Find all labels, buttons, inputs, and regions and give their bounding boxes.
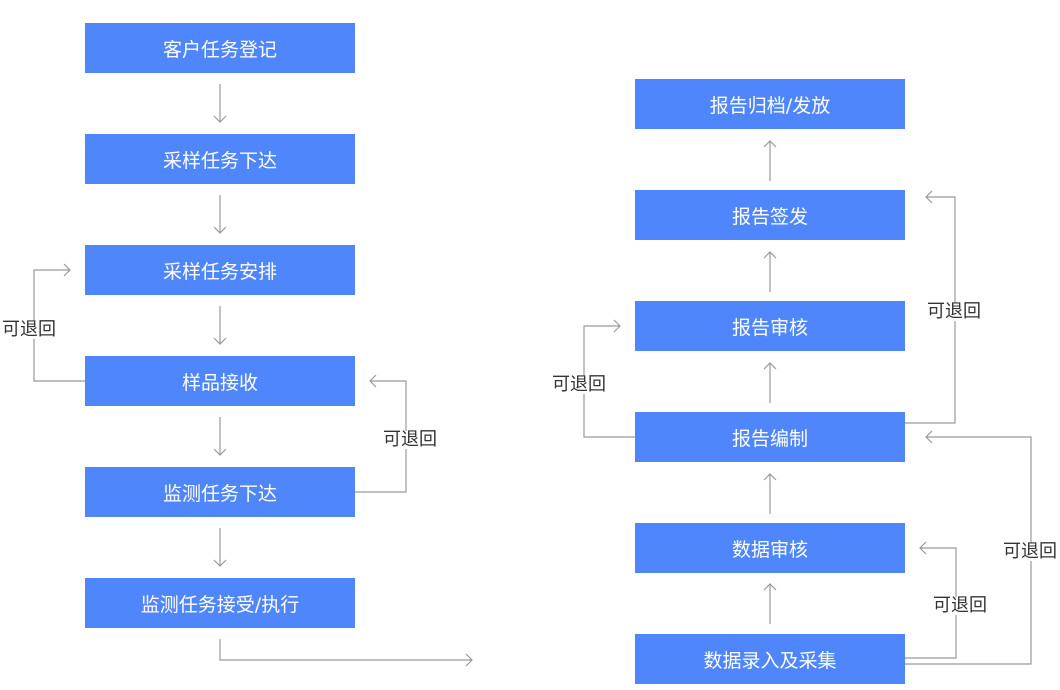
arrow-up	[763, 583, 777, 624]
return-label: 可退回	[383, 429, 437, 450]
node-monitor-task-accept-execute[interactable]: 监测任务接受/执行	[85, 578, 355, 628]
node-sample-receive[interactable]: 样品接收	[85, 356, 355, 406]
return-label: 可退回	[552, 374, 606, 395]
node-report-review[interactable]: 报告审核	[635, 301, 905, 351]
arrow-up	[763, 251, 777, 292]
arrow-up	[763, 473, 777, 514]
arrow-up	[763, 362, 777, 403]
bridge-arrow	[219, 639, 473, 667]
node-sampling-task-issue[interactable]: 采样任务下达	[85, 134, 355, 184]
node-sampling-task-arrange[interactable]: 采样任务安排	[85, 245, 355, 295]
arrow-down	[213, 417, 227, 456]
arrow-down	[213, 84, 227, 123]
node-data-entry-collect[interactable]: 数据录入及采集	[635, 634, 905, 684]
node-data-review[interactable]: 数据审核	[635, 523, 905, 573]
arrow-up	[763, 140, 777, 181]
node-report-sign[interactable]: 报告签发	[635, 190, 905, 240]
node-customer-task-register[interactable]: 客户任务登记	[85, 23, 355, 73]
arrow-down	[213, 528, 227, 567]
arrow-down	[213, 195, 227, 234]
return-label: 可退回	[933, 595, 987, 616]
return-label: 可退回	[2, 319, 56, 340]
arrow-down	[213, 306, 227, 345]
node-report-compile[interactable]: 报告编制	[635, 412, 905, 462]
return-label: 可退回	[927, 301, 981, 322]
return-label: 可退回	[1003, 541, 1057, 562]
node-report-archive-release[interactable]: 报告归档/发放	[635, 79, 905, 129]
node-monitor-task-issue[interactable]: 监测任务下达	[85, 467, 355, 517]
